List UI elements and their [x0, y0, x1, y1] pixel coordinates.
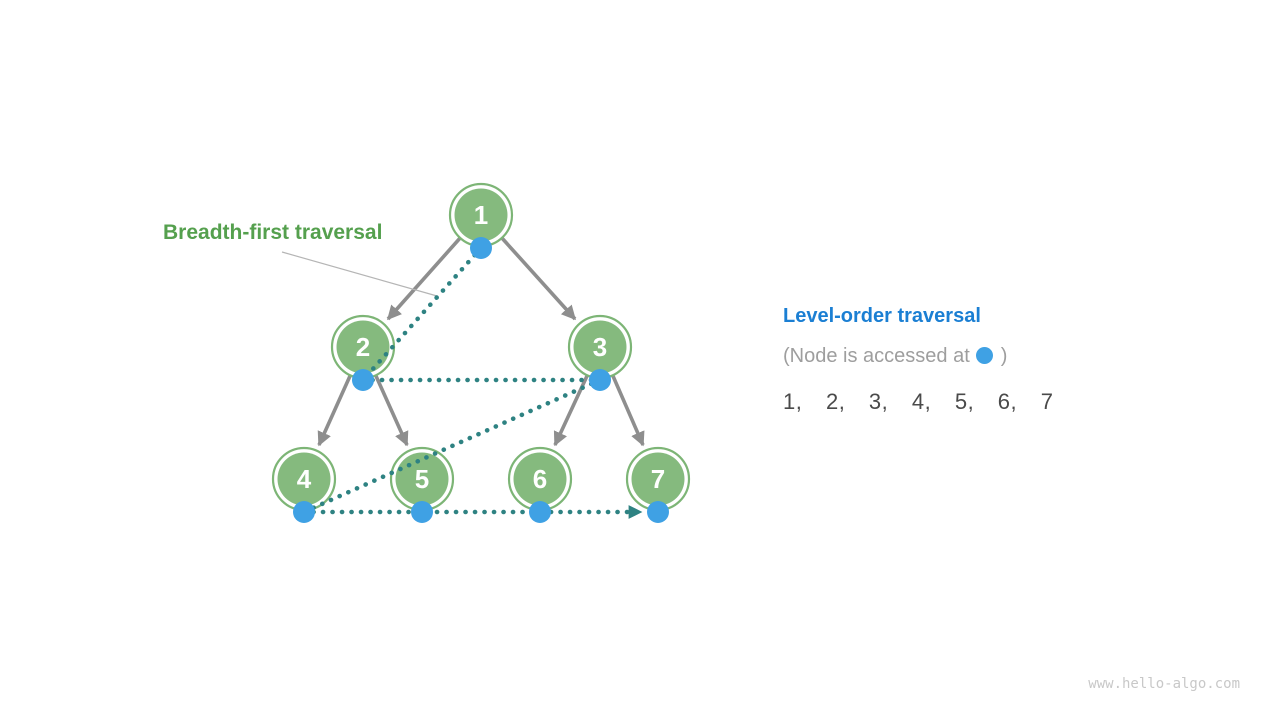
- tree-node-1: 1: [448, 182, 514, 248]
- access-dot-node-4: [293, 501, 315, 523]
- tree-edge-2-4: [317, 375, 352, 447]
- node-circle: [277, 452, 331, 506]
- node-label: 2: [356, 332, 370, 362]
- node-circle: [454, 188, 508, 242]
- access-dot-node-1: [470, 237, 492, 259]
- access-dot-node-7: [647, 501, 669, 523]
- node-label: 5: [415, 464, 429, 494]
- traversal-sequence: 1, 2, 3, 4, 5, 6, 7: [783, 389, 1054, 414]
- node-label: 7: [651, 464, 665, 494]
- traversal-segment-1-2: [360, 245, 484, 383]
- tree-node-7: 7: [625, 446, 691, 512]
- accessed-node-dot-icon: [975, 347, 993, 364]
- tree-node-3: 3: [567, 314, 633, 380]
- node-label: 6: [533, 464, 547, 494]
- access-dot-node-6: [529, 501, 551, 523]
- tree-node-6: 6: [507, 446, 573, 512]
- node-label: 4: [297, 464, 312, 494]
- access-dot-node-2: [352, 369, 374, 391]
- tree-node-5: 5: [389, 446, 455, 512]
- access-dot-node-3: [589, 369, 611, 391]
- tree-edge-1-2: [386, 235, 463, 321]
- level-order-title: Level-order traversal: [783, 305, 981, 327]
- callout-line: [281, 251, 438, 297]
- node-circle: [336, 320, 390, 374]
- watermark: www.hello-algo.com: [1088, 676, 1240, 692]
- access-dot-node-5: [411, 501, 433, 523]
- tree-node-2: 2: [330, 314, 396, 380]
- node-circle: [631, 452, 685, 506]
- tree-edge-3-7: [611, 375, 645, 447]
- traversal-segment-3-4: [301, 377, 603, 515]
- note-suffix: ): [1000, 345, 1008, 367]
- note-prefix: (Node is accessed at: [783, 345, 970, 367]
- node-circle: [513, 452, 567, 506]
- bfs-traversal-label: Breadth-first traversal: [163, 221, 383, 244]
- node-circle: [573, 320, 627, 374]
- node-label: 1: [474, 200, 488, 230]
- tree-edge-1-3: [499, 235, 577, 321]
- tree-node-4: 4: [271, 446, 337, 512]
- node-label: 3: [593, 332, 607, 362]
- level-order-note: (Node is accessed at): [783, 345, 1007, 368]
- tree-edge-2-5: [374, 375, 409, 447]
